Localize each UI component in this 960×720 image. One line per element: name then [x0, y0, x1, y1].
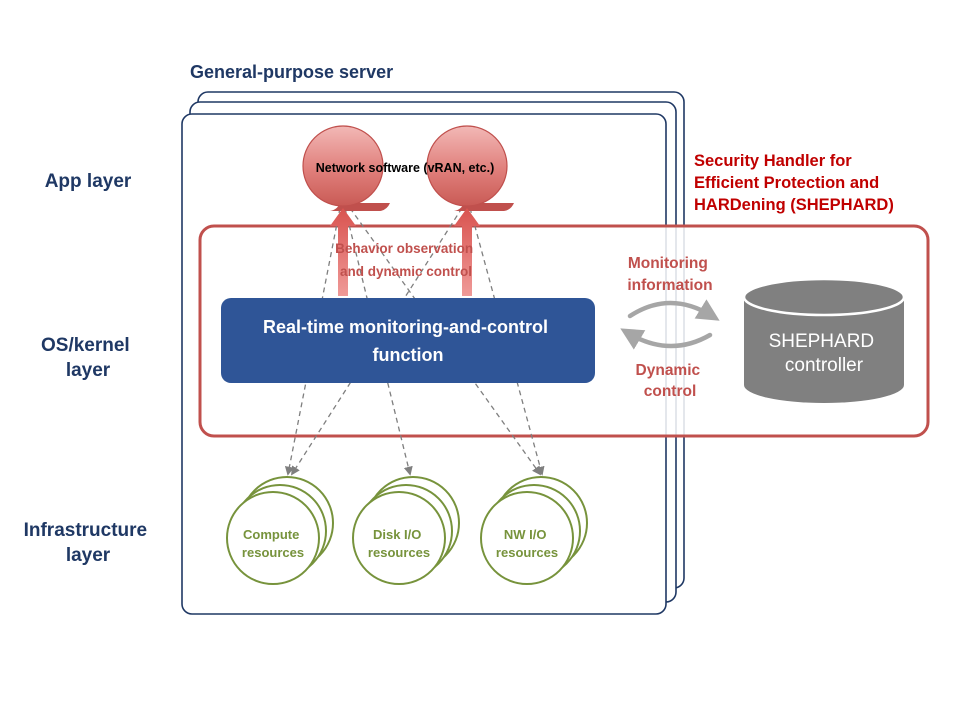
svg-text:Disk I/O resources: Disk I/O resources	[368, 527, 430, 560]
compute-resources: Compute resources	[226, 476, 334, 585]
svg-text:NW I/O resources: NW I/O resources	[496, 527, 558, 560]
nw-line2: resources	[496, 545, 558, 560]
shephard-title-line3: HARDening (SHEPHARD)	[694, 196, 894, 214]
controller-line2: controller	[785, 355, 864, 376]
server-title: General-purpose server	[190, 62, 393, 82]
monitoring-line1: Monitoring	[628, 255, 708, 272]
network-software-node-2	[426, 125, 514, 211]
monitoring-information-label: Monitoring information	[627, 255, 712, 294]
network-software-label: Network software (vRAN, etc.)	[316, 161, 495, 175]
compute-line2: resources	[242, 545, 304, 560]
app-layer-label: App layer	[45, 171, 132, 192]
nw-line1: NW I/O	[504, 527, 547, 542]
nw-io-resources: NW I/O resources	[480, 476, 588, 585]
behavior-line2: and dynamic control	[340, 264, 472, 279]
controller-label: SHEPHARD controller	[769, 331, 880, 376]
infra-layer-line2: layer	[66, 545, 111, 566]
disk-line1: Disk I/O	[373, 527, 421, 542]
disk-line2: resources	[368, 545, 430, 560]
dynamic-line2: control	[644, 383, 697, 400]
svg-text:Compute resources: Compute resources	[242, 527, 304, 560]
rtmc-function-box: Real-time monitoring-and-control functio…	[221, 298, 595, 383]
cycle-arrows-icon	[620, 299, 720, 350]
behavior-line1: Behavior observation	[335, 241, 473, 256]
compute-line1: Compute	[243, 527, 299, 542]
behavior-observation-label: Behavior observation and dynamic control	[335, 241, 477, 279]
monitoring-line2: information	[627, 277, 712, 294]
os-layer-label: OS/kernel layer	[41, 335, 135, 381]
dynamic-control-label: Dynamic control	[636, 362, 705, 400]
behavior-control-arrows	[330, 208, 480, 296]
rtmc-line1: Real-time monitoring-and-control	[263, 317, 548, 337]
os-layer-line2: layer	[66, 360, 111, 381]
disk-io-resources: Disk I/O resources	[352, 476, 460, 585]
rtmc-line2: function	[373, 345, 444, 365]
network-software-group: Network software (vRAN, etc.)	[302, 125, 514, 211]
shephard-title-line1: Security Handler for	[694, 152, 852, 170]
controller-line1: SHEPHARD	[769, 331, 875, 352]
infrastructure-layer-label: Infrastructure layer	[24, 520, 153, 566]
dynamic-line1: Dynamic	[636, 362, 701, 379]
red-up-arrow-2	[454, 208, 480, 296]
network-software-node-1	[302, 125, 390, 211]
shephard-title-line2: Efficient Protection and	[694, 174, 879, 192]
shephard-controller-cylinder: SHEPHARD controller	[742, 277, 906, 403]
cycle-arrow-bottom	[620, 328, 713, 350]
cycle-arrow-top	[627, 299, 720, 321]
shephard-title: Security Handler for Efficient Protectio…	[694, 152, 894, 214]
rtmc-label: Real-time monitoring-and-control functio…	[263, 317, 553, 365]
infra-layer-line1: Infrastructure	[24, 520, 148, 541]
os-layer-line1: OS/kernel	[41, 335, 130, 356]
red-up-arrow-1	[330, 208, 356, 296]
